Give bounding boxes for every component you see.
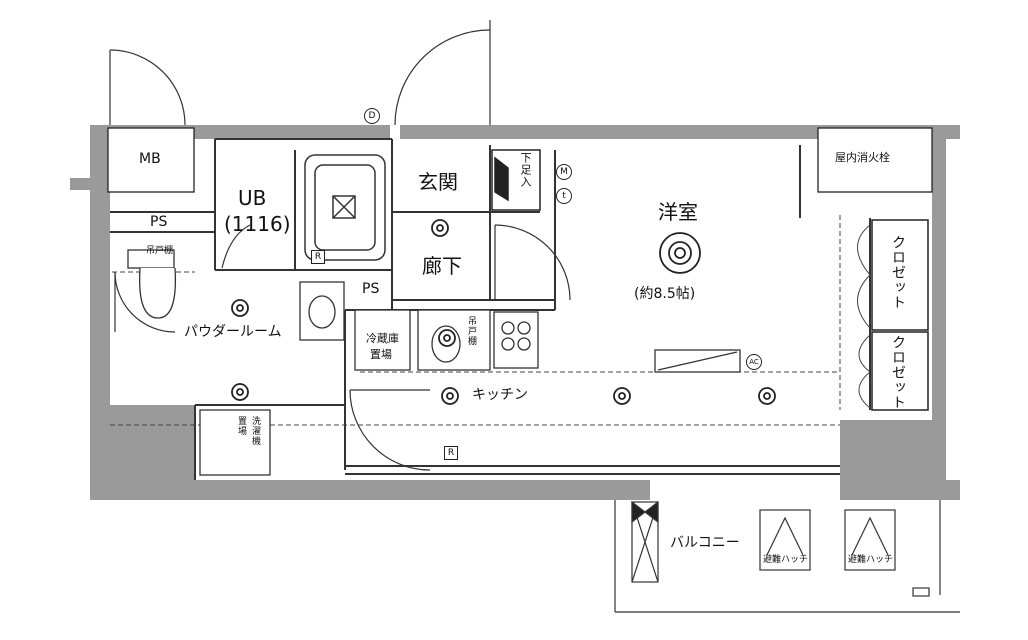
r-symbol-kitchen: R (444, 446, 458, 460)
balcony (614, 500, 960, 613)
powder-label: パウダールーム (184, 324, 282, 340)
closets (871, 219, 929, 411)
roka-label: 廊下 (422, 254, 462, 278)
shokasen-label: 屋内消火栓 (835, 151, 890, 164)
closet-2-label: クロゼット (890, 335, 906, 410)
washbasin (299, 281, 345, 341)
ac-symbol: AC (746, 354, 762, 370)
lights (231, 219, 776, 405)
ub-size-label: (1116) (224, 212, 291, 236)
shoe-cabinet (491, 149, 541, 211)
closet-doors (857, 224, 871, 409)
door-swings (109, 20, 571, 471)
r-symbol-bath: R (311, 250, 325, 264)
ps-center-label: PS (362, 281, 380, 297)
kitchen-label: キッチン (472, 387, 528, 403)
fire-hydrant-box (817, 127, 933, 193)
m-symbol: M (556, 164, 572, 180)
ub-label: UB (238, 186, 267, 210)
balcony-label: バルコニー (670, 535, 740, 551)
evac-hatch-label-1: 避難ハッチ (763, 555, 809, 565)
mb-box (107, 127, 195, 193)
toilet (127, 249, 177, 319)
shelf-label: 吊戸棚 (146, 246, 174, 256)
shelf-label-2: 吊戸棚 (466, 316, 476, 346)
fridge-label-2: 置場 (370, 348, 392, 361)
d-symbol: D (364, 108, 380, 124)
ps-left-label: PS (150, 214, 168, 230)
getabako-label: 下足入 (519, 152, 532, 188)
bathtub (304, 154, 386, 261)
ac-unit (654, 349, 741, 373)
exterior-walls (70, 125, 960, 500)
washer-label-1: 洗濯機 (250, 416, 260, 446)
yoshitsu-size-label: (約8.5帖) (634, 286, 696, 302)
closet-1-label: クロゼット (890, 235, 906, 310)
washer-area (199, 409, 271, 476)
t-symbol: t (556, 188, 572, 204)
washer-label-2: 置場 (236, 416, 246, 436)
mb-label: MB (139, 151, 161, 167)
fridge-label-1: 冷蔵庫 (366, 332, 399, 345)
yoshitsu-label: 洋室 (658, 200, 698, 224)
evac-hatch-label-2: 避難ハッチ (848, 555, 894, 565)
genkan-label: 玄関 (418, 170, 458, 194)
